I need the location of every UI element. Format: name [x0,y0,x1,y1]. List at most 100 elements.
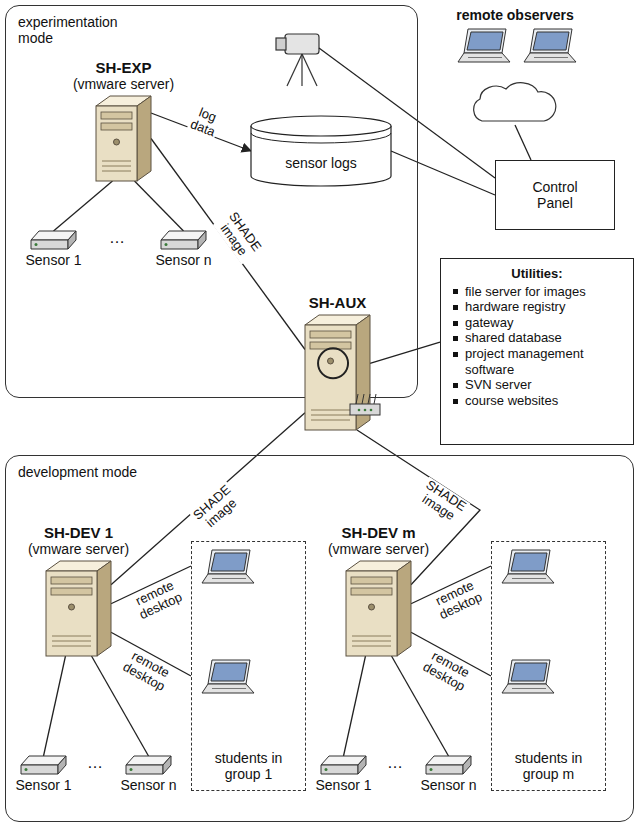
node-label: Sensor n [120,777,176,793]
node-label: SH-DEV m [328,524,429,541]
ellipsis-mark: … [109,229,125,247]
laptop-icon [202,660,254,693]
text-group: remote observers [440,7,590,23]
sensor-node: Sensor n [161,231,206,249]
node-label: Sensor 1 [15,777,71,793]
text-group: sensor logs [251,116,391,186]
connector [54,181,113,231]
text-group: Sensor n [155,252,211,268]
sensor-shape [31,231,76,249]
text-group: SH-AUX [309,294,367,311]
server-icon: SH-DEV 1(vmware server) [46,561,111,656]
sensor-node: Sensor 1 [31,231,76,249]
utilities-box: Utilities: file server for imageshardware… [440,258,634,445]
edge-label: SHADE image [413,476,469,527]
sensor-node: Sensor n [126,756,171,774]
node-label: Sensor n [420,777,476,793]
student-group: students in group m [491,541,606,791]
node-sublabel: shared database [451,330,623,346]
edge-label: SHADE image [189,482,244,536]
node-label: Utilities: [451,266,623,282]
text-group: Sensor 1 [315,777,371,793]
node-label: sensor logs [285,155,357,171]
laptop-icon [202,550,254,583]
student-group: students in group 1 [191,541,306,791]
sensor-shape [426,756,471,774]
node-sublabel: hardware registry [451,299,623,315]
laptop-icon [458,29,510,62]
sensor-shape [126,756,171,774]
text-group: development mode [18,464,178,480]
connector [515,125,531,160]
node-sublabel: (vmware server) [328,541,429,557]
laptop-icon [502,660,554,693]
connector [44,656,66,756]
observer-group: remote observers [440,5,590,125]
connector [111,413,305,585]
text-group: Control Panel [496,161,614,229]
text-group: SH-EXP(vmware server) [73,59,174,92]
connector [135,181,184,231]
node-sublabel: file server for images [451,284,623,300]
node-label: SH-EXP [73,59,174,76]
node-label: experimentation mode [18,14,128,46]
sensor-shape [161,231,206,249]
node-sublabel: (vmware server) [73,76,174,92]
sensor-node: Sensor n [426,756,471,774]
edge-label: remote desktop [430,577,487,624]
cylinder-shape [251,116,391,186]
text-group: SH-DEV m(vmware server) [328,524,429,557]
node-sublabel: gateway [451,315,623,331]
cloud-shape [474,83,556,121]
node-sublabel: project management software [451,346,623,377]
text-group: Sensor 1 [25,252,81,268]
node-label: students in group 1 [214,750,284,782]
connector [344,656,366,756]
laptop-icon [502,550,554,583]
edge-label: remote desktop [418,647,475,696]
ellipsis-mark: … [87,754,103,772]
edge-label: SHADE image [213,208,265,264]
node-label: SH-AUX [309,294,367,311]
node-label: Sensor 1 [25,252,81,268]
node-label: remote observers [440,7,590,23]
text-group: Sensor 1 [15,777,71,793]
server-icon: SH-AUX [305,315,370,430]
node-label: Control Panel [515,179,595,211]
node-label: Sensor n [155,252,211,268]
node-label: SH-DEV 1 [28,524,129,541]
edge-label: remote desktop [130,577,187,624]
sensor-shape [321,756,366,774]
text-group: students in group 1 [192,750,305,782]
server-icon: SH-DEV m(vmware server) [346,561,411,656]
connector [391,151,495,195]
text-group: Utilities: file server for imageshardware… [441,259,633,415]
edge-label: log data [186,103,224,140]
camera-icon [276,34,319,86]
node-sublabel: (vmware server) [28,541,129,557]
node-label: Sensor 1 [315,777,371,793]
laptop-icon [524,29,576,62]
text-group: experimentation mode [18,14,128,46]
node-sublabel: SVN server [451,377,623,393]
sensor-shape [21,756,66,774]
text-group: Sensor n [420,777,476,793]
server-shape [96,96,151,181]
server-icon: SH-EXP(vmware server) [96,96,151,181]
node-label: students in group m [514,750,584,782]
node-label: development mode [18,464,178,480]
sensor-node: Sensor 1 [21,756,66,774]
text-group: SH-DEV 1(vmware server) [28,524,129,557]
process-box: Control Panel [495,160,615,230]
server-shape [305,315,370,430]
router-icon [350,394,380,415]
database-cylinder: sensor logs [251,116,391,186]
text-group: Sensor n [120,777,176,793]
text-group: students in group m [492,750,605,782]
server-shape [46,561,111,656]
server-shape [346,561,411,656]
sensor-node: Sensor 1 [321,756,366,774]
ellipsis-mark: … [387,754,403,772]
connector [370,342,440,363]
